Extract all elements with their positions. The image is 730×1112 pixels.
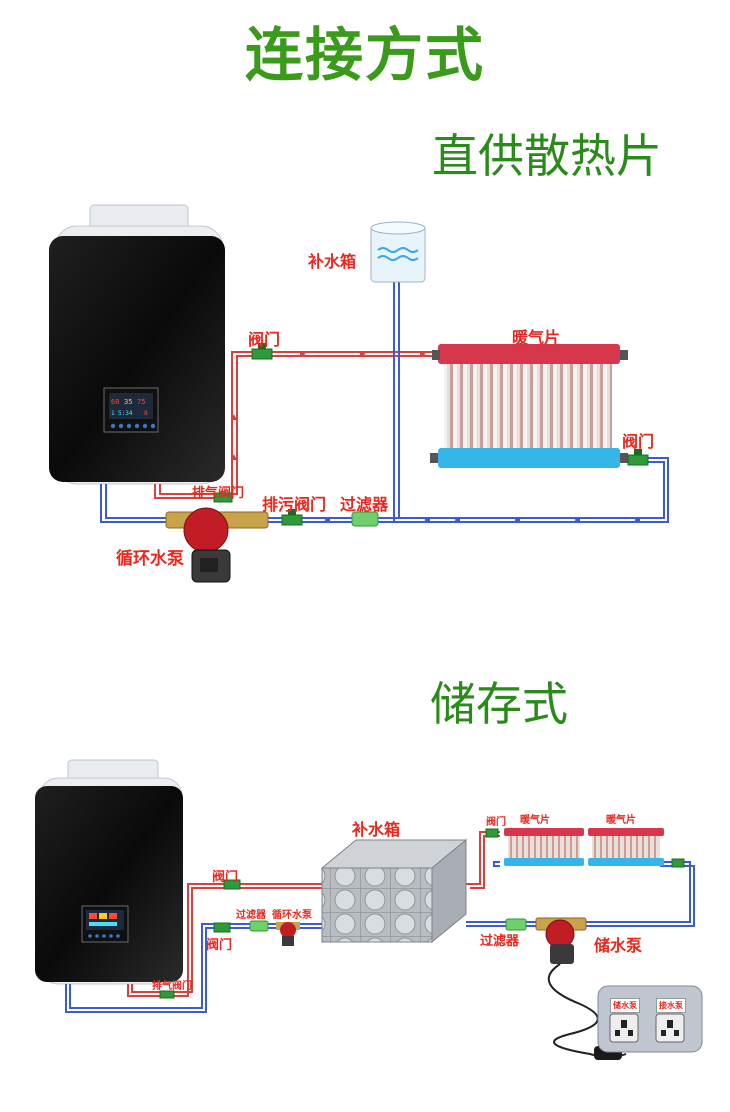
section2-title: 储存式 <box>430 677 568 731</box>
label-vent-valve-2: 排气阀门 <box>152 981 192 992</box>
cold-pipes-1 <box>100 282 669 523</box>
display-row1a: 60 <box>111 398 119 406</box>
filter-left-2 <box>249 920 269 932</box>
filter-right-2 <box>505 918 527 931</box>
label-vent-valve-1: 排气阀门 <box>192 486 245 501</box>
flow-arrows-hot-1 <box>231 351 426 460</box>
label-pump-1: 循环水泵 <box>116 549 184 569</box>
label-drain-valve-1: 排污阀门 <box>262 495 327 514</box>
steel-tank-2 <box>320 838 468 944</box>
valve-top-2 <box>223 879 241 890</box>
socket-label-2: 接水泵 <box>656 998 686 1013</box>
socket-label-1: 储水泵 <box>610 998 640 1013</box>
label-valve-right-1: 阀门 <box>622 432 655 451</box>
label-filter-left-2: 过滤器 <box>236 910 266 921</box>
display-row2a: 1 <box>111 410 115 417</box>
circulation-pump-1 <box>165 507 269 583</box>
label-valve-rad-2: 阀门 <box>486 817 506 828</box>
label-tank-2: 补水箱 <box>352 820 401 839</box>
valve-rad-right-2 <box>671 858 685 868</box>
valve-bottom-2 <box>213 922 231 933</box>
boiler-unit-2 <box>35 759 183 985</box>
valve-top-1 <box>251 343 273 360</box>
filter-1 <box>351 511 379 527</box>
label-filter-1: 过滤器 <box>340 495 389 514</box>
label-radiator-1: 暖气片 <box>512 328 561 347</box>
radiator-2a <box>504 828 584 866</box>
display-row2b: 5:34 <box>118 410 133 417</box>
radiator-1 <box>430 344 628 468</box>
section1-title: 直供散热片 <box>432 129 662 183</box>
label-valve-bottom-2: 阀门 <box>206 938 233 953</box>
label-pump-small-2: 循环水泵 <box>272 910 312 921</box>
storage-pump-2 <box>535 917 587 964</box>
radiator-2b <box>588 828 664 866</box>
vent-valve-1 <box>213 492 233 503</box>
boiler-unit-1: 60 35 75 1 5:34 8 <box>49 204 225 485</box>
water-tank-1 <box>370 221 426 283</box>
circulation-pump-small-2 <box>276 922 300 946</box>
label-radiator-2a: 暖气片 <box>520 815 550 826</box>
flow-arrows-cold-1 <box>324 517 640 523</box>
label-storage-pump-2: 储水泵 <box>594 936 643 955</box>
label-valve-top-1: 阀门 <box>248 330 281 349</box>
vent-valve-2 <box>159 990 175 999</box>
label-radiator-2b: 暖气片 <box>606 815 636 826</box>
display-row1c: 75 <box>137 398 145 406</box>
drain-valve-1 <box>281 509 303 526</box>
label-filter-right-2: 过滤器 <box>480 934 520 949</box>
label-tank-1: 补水箱 <box>308 252 357 271</box>
label-valve-top-2: 阀门 <box>212 870 239 885</box>
socket-panel <box>597 985 703 1053</box>
display-row1b: 35 <box>124 398 132 406</box>
page-title: 连接方式 <box>244 21 485 89</box>
valve-rad-2 <box>485 828 499 838</box>
display-row2c: 8 <box>144 410 148 417</box>
valve-right-1 <box>627 449 649 466</box>
